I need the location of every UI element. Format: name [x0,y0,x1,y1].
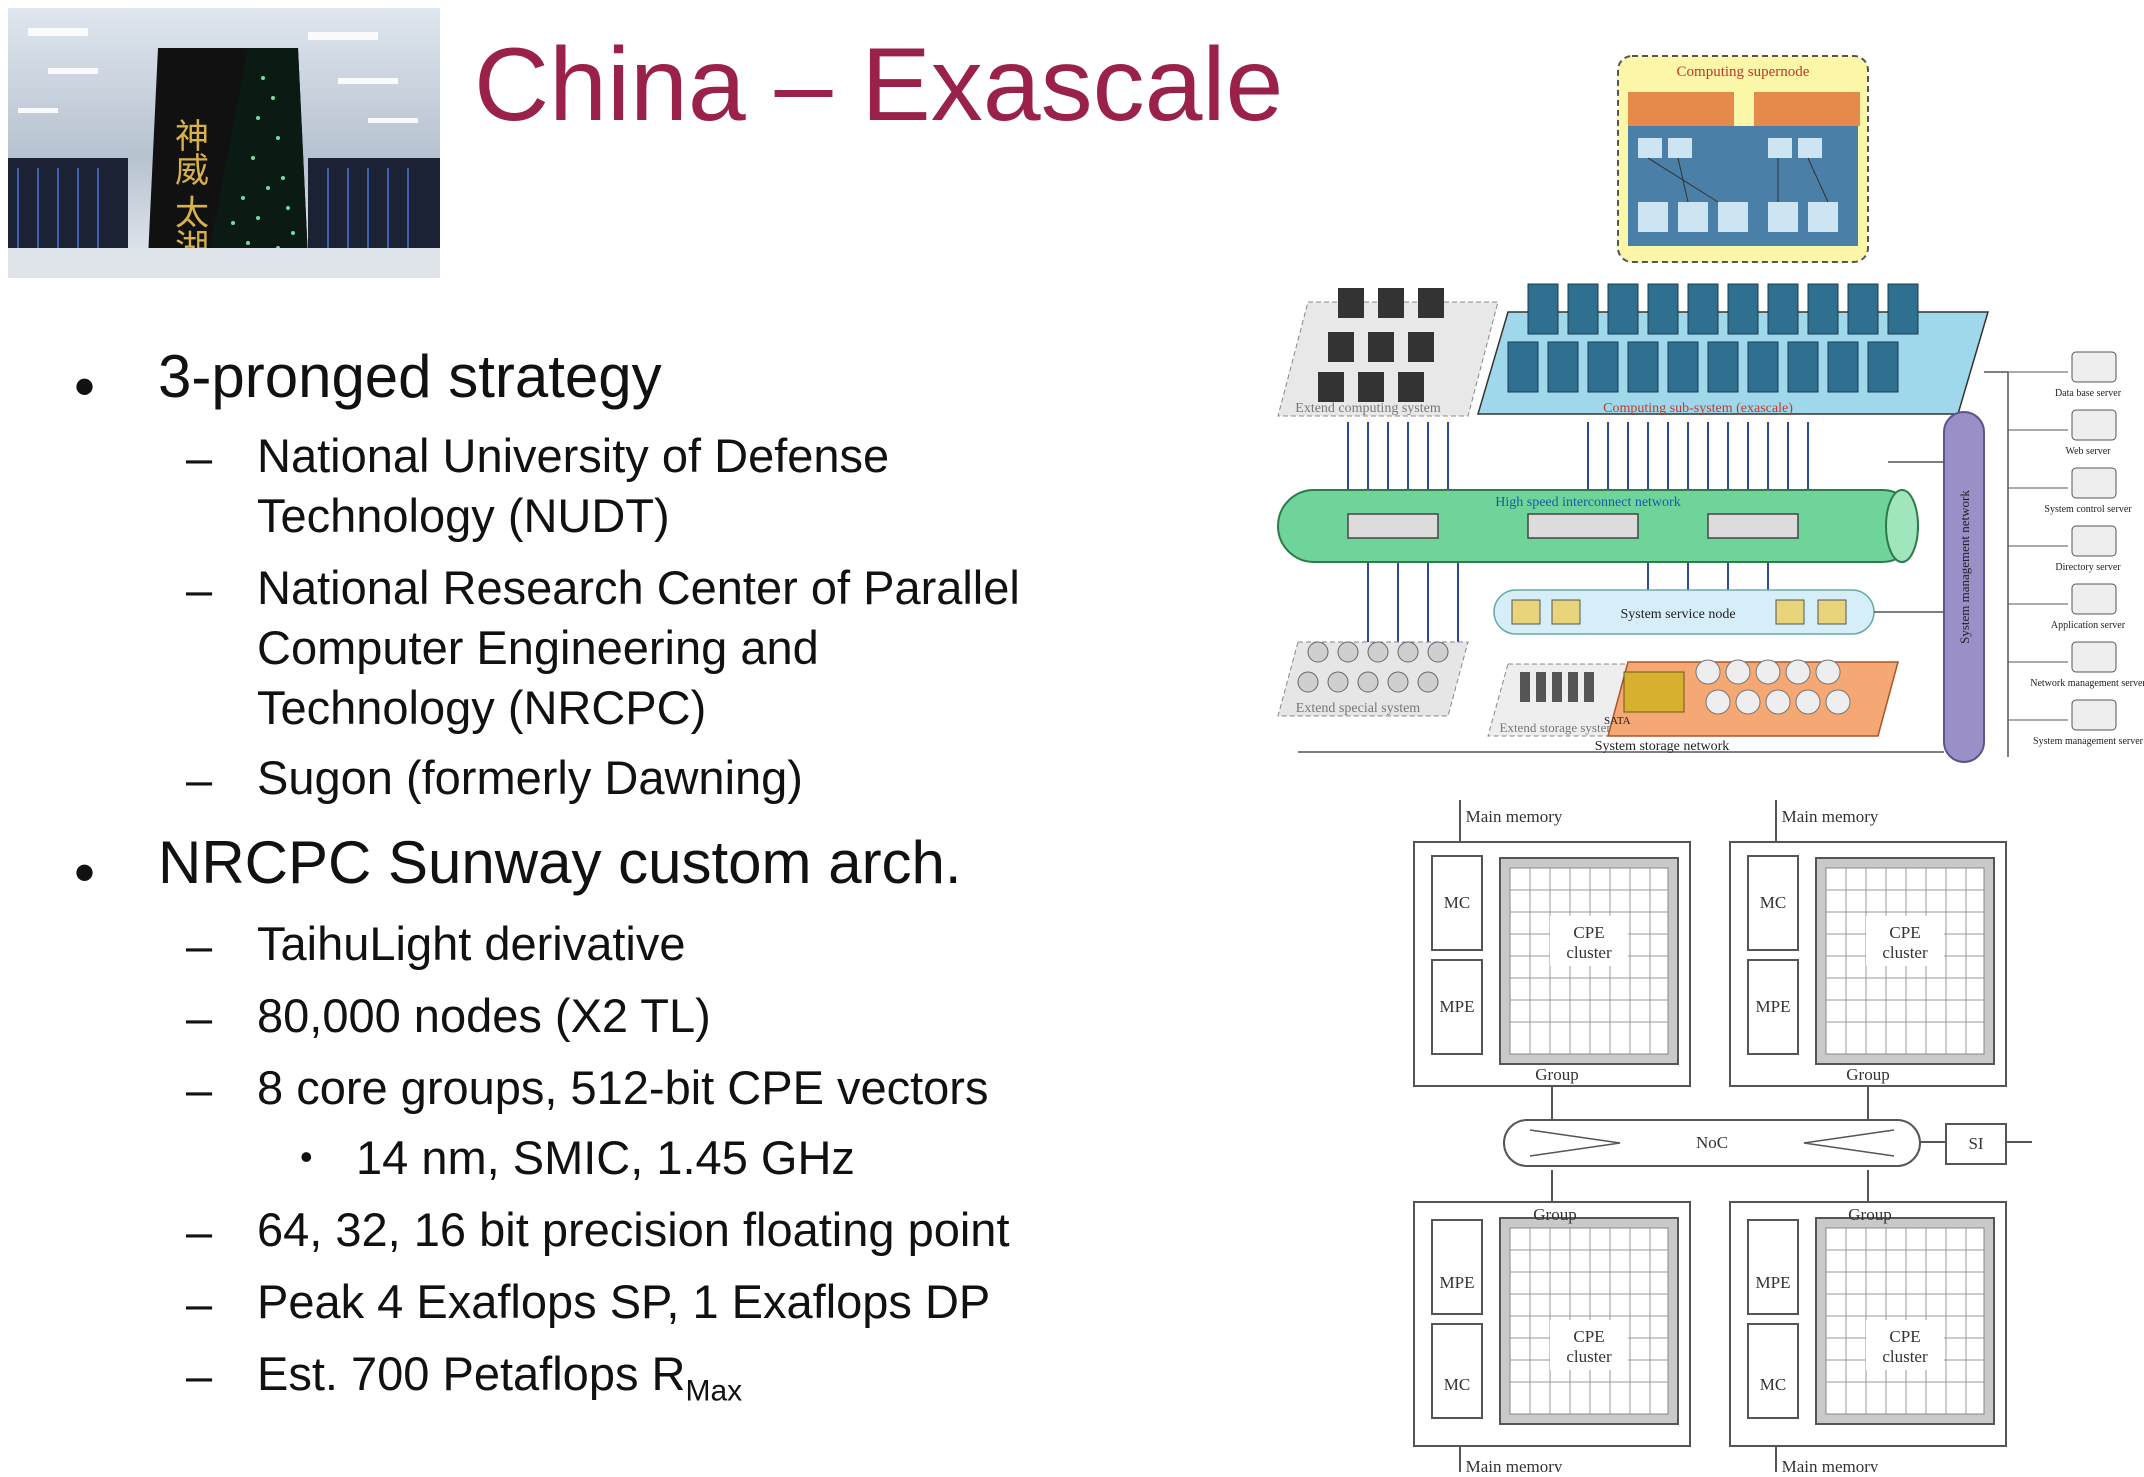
extend-storage-label: Extend storage system [1500,720,1617,735]
computing-subsystem-label: Computing sub-system (exascale) [1603,401,1793,416]
sub-nudt-line1: National University of Defense [257,429,890,482]
mpe-label: MPE [1440,997,1475,1016]
group-label: Group [1848,1205,1891,1224]
extend-special-label: Extend special system [1296,701,1421,716]
rmax-text: Est. 700 Petaflops R [257,1347,686,1400]
mgmt-network-label: System management network [1957,490,1972,644]
sub-sub-process: 14 nm, SMIC, 1.45 GHz [356,1131,855,1184]
supernode-label: Computing supernode [1677,64,1810,80]
server-label: Data base server [2055,388,2122,399]
sub-sugon: Sugon (formerly Dawning) [257,751,803,804]
dash: – [186,919,213,972]
storage-network-label: System storage network [1595,739,1730,754]
supercomputer-photo: 神威 太湖之光 [8,8,440,278]
interconnect-label: High speed interconnect network [1495,495,1680,510]
sub-nrcpc-line3: Technology (NRCPC) [257,681,707,734]
dash: – [186,1063,213,1116]
bullet-1: 3-pronged strategy [158,343,662,410]
group-label: Group [1535,1065,1578,1084]
mc-label: MC [1444,893,1470,912]
dash: – [186,563,213,616]
dash: – [186,991,213,1044]
noc-label: NoC [1696,1133,1728,1152]
cpe-label-2: cluster [1882,943,1928,962]
bullet-dot: • [74,839,96,906]
mc-label: MC [1760,893,1786,912]
dash: – [186,1205,213,1258]
group-label: Group [1533,1205,1576,1224]
server-label: System control server [2044,504,2132,515]
dash: – [186,1349,213,1402]
cpe-label: CPE [1573,1327,1604,1346]
mpe-label: MPE [1756,1273,1791,1292]
sub-nrcpc-line2: Computer Engineering and [257,621,819,674]
rmax-subscript: Max [685,1374,743,1408]
main-memory-label: Main memory [1466,1457,1563,1472]
page-title: China – Exascale [474,27,1284,143]
mpe-label: MPE [1440,1273,1475,1292]
sub-nudt-line2: Technology (NUDT) [257,489,670,542]
server-label: Directory server [2055,562,2121,573]
cpe-label-2: cluster [1566,1347,1612,1366]
cpe-label: CPE [1889,923,1920,942]
extend-computing-label: Extend computing system [1295,401,1441,416]
main-memory-label: Main memory [1782,1457,1879,1472]
server-label: Web server [2065,446,2111,457]
system-architecture-diagram: Computing supernode Extend computing sys… [1268,52,2144,772]
mc-label: MC [1444,1375,1470,1394]
sata-label: SATA [1604,715,1631,727]
server-label: System management server [2033,736,2144,747]
sub-core-groups: 8 core groups, 512-bit CPE vectors [257,1061,989,1114]
dash: – [186,753,213,806]
mpe-label: MPE [1756,997,1791,1016]
main-memory-label: Main memory [1782,807,1879,826]
cpe-label: CPE [1573,923,1604,942]
sub-precision: 64, 32, 16 bit precision floating point [257,1203,1010,1256]
sub-nrcpc-line1: National Research Center of Parallel [257,561,1020,614]
server-label: Network management server [2030,678,2144,689]
sub-peak: Peak 4 Exaflops SP, 1 Exaflops DP [257,1275,991,1328]
sub-taihulight: TaihuLight derivative [257,917,686,970]
bullet-2: NRCPC Sunway custom arch. [158,829,962,896]
bullet-dot-small: • [300,1136,313,1177]
mc-label: MC [1760,1375,1786,1394]
sub-rmax: Est. 700 Petaflops RMax [257,1346,742,1408]
cpe-label-2: cluster [1566,943,1612,962]
sub-nodes: 80,000 nodes (X2 TL) [257,989,711,1042]
cpe-label: CPE [1889,1327,1920,1346]
cpe-label-2: cluster [1882,1347,1928,1366]
si-label: SI [1968,1134,1983,1153]
main-memory-label: Main memory [1466,807,1563,826]
group-label: Group [1846,1065,1889,1084]
server-label: Application server [2051,620,2126,631]
dash: – [186,1277,213,1330]
chip-architecture-diagram: NoC SI Main memory Main memory Main memo… [1400,800,2144,1476]
bullet-dot: • [74,353,96,420]
dash: – [186,431,213,484]
service-node-label: System service node [1620,607,1735,622]
